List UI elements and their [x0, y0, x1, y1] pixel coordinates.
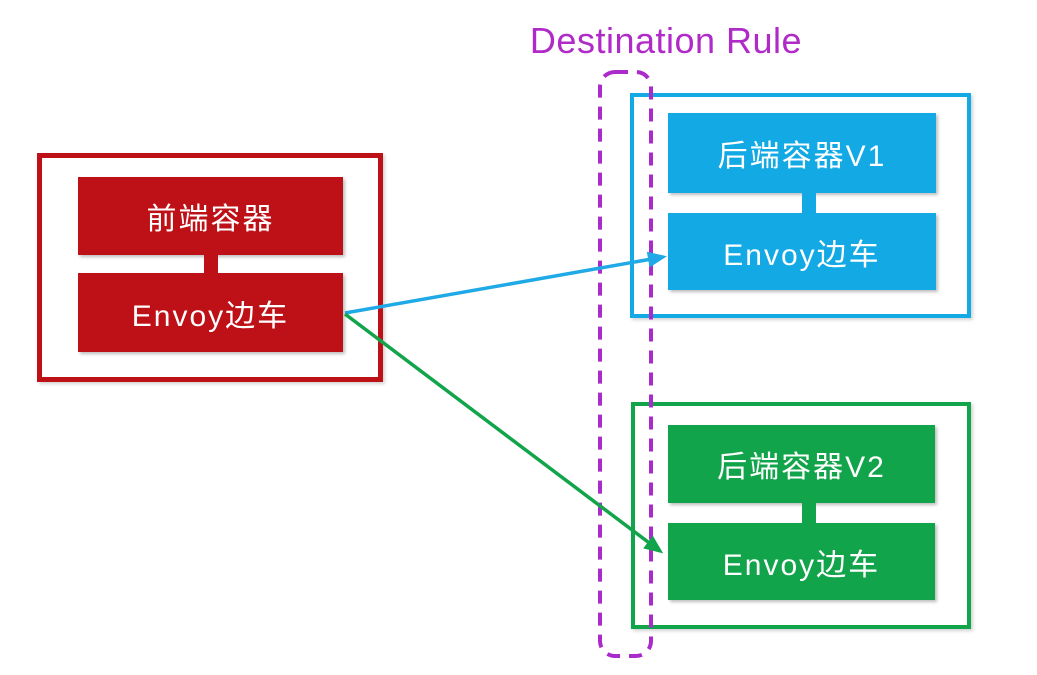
route-arrow-to-v2 — [343, 312, 664, 554]
backend-v1-pod-connector — [802, 193, 816, 213]
frontend-container-box: 前端容器 — [78, 177, 343, 255]
backend-v2-sidecar-box: Envoy边车 — [668, 523, 935, 600]
backend-v2-pod-connector — [802, 503, 816, 523]
route-arrow-to-v1 — [344, 251, 667, 315]
diagram-title: Destination Rule — [529, 20, 803, 61]
frontend-pod-connector — [204, 255, 218, 273]
frontend-sidecar-box: Envoy边车 — [78, 273, 343, 352]
backend-v2-container-box: 后端容器V2 — [668, 425, 935, 503]
backend-v1-container-box: 后端容器V1 — [668, 113, 936, 193]
backend-v1-sidecar-box: Envoy边车 — [668, 213, 936, 290]
